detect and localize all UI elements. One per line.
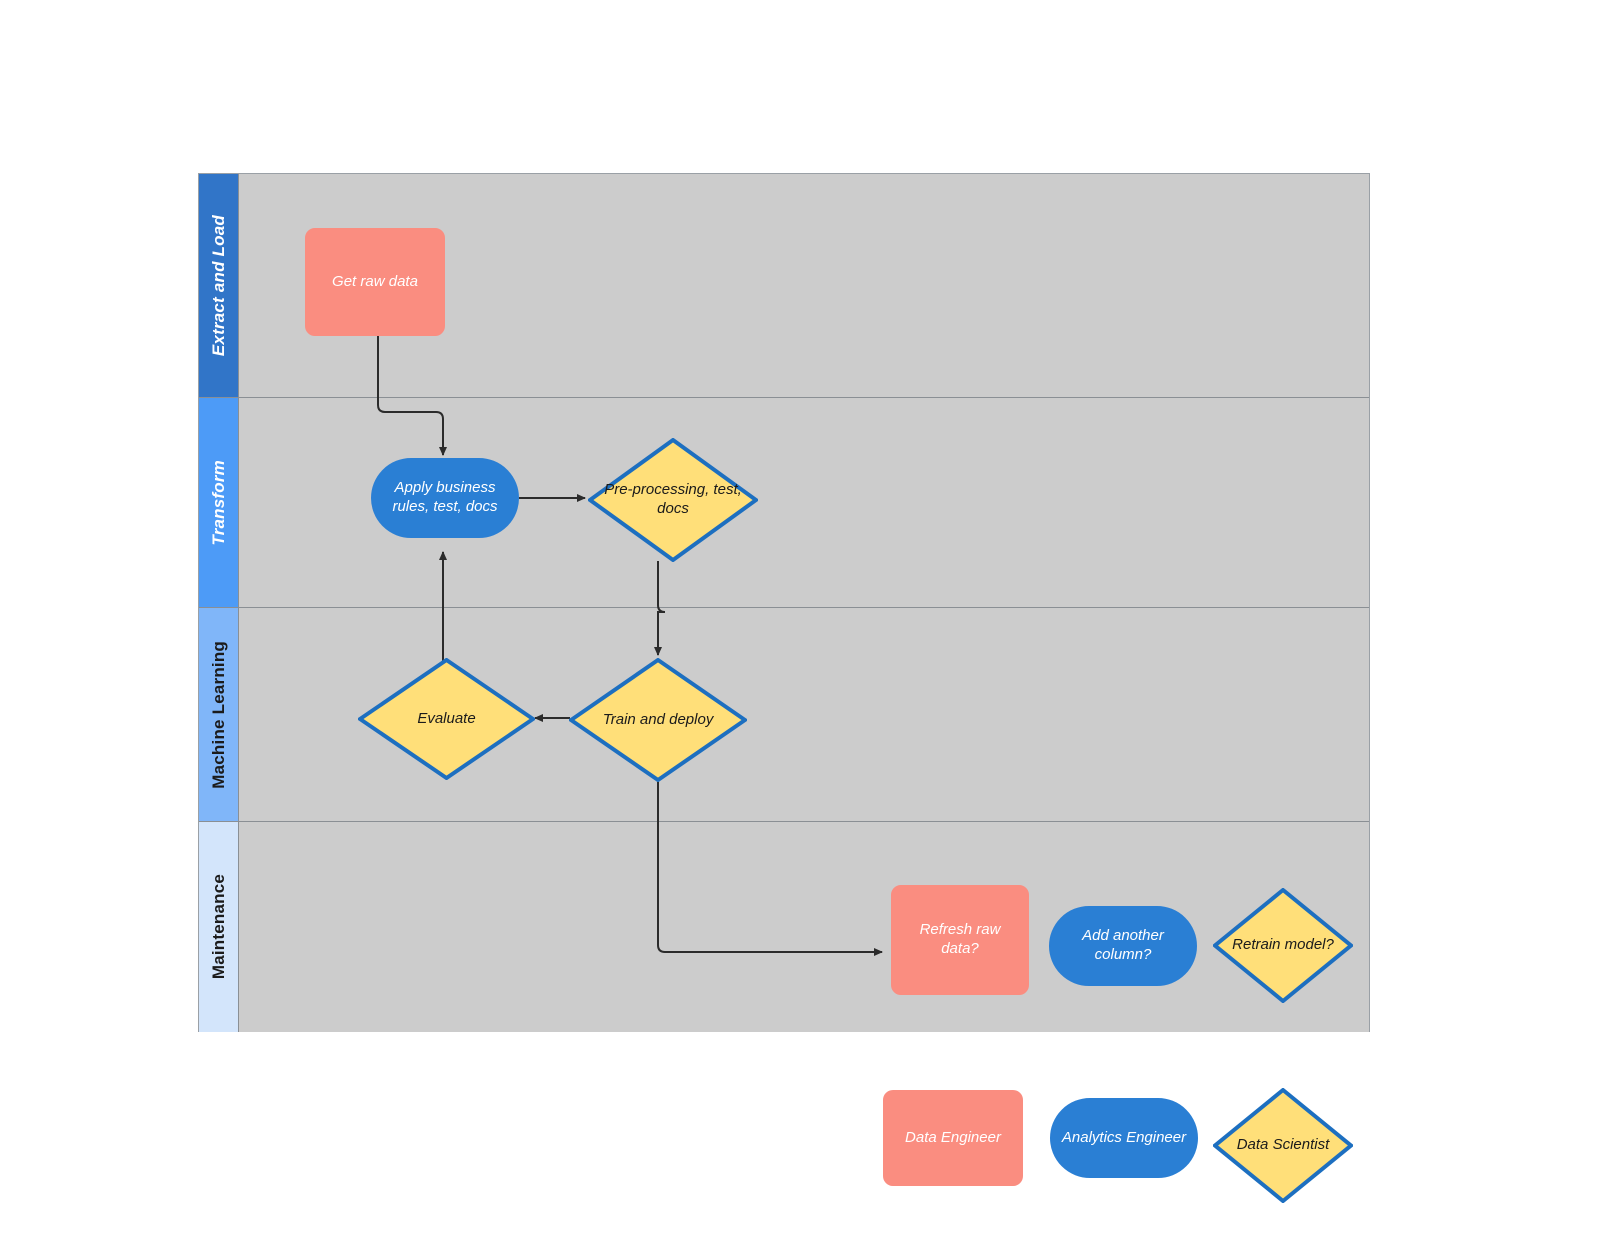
lane-header-transform: Transform <box>199 398 239 607</box>
lane-label-maintenance: Maintenance <box>208 874 228 980</box>
legend: Data Engineer Analytics Engineer Data Sc… <box>880 1088 1370 1203</box>
node-retrain-model[interactable]: Retrain model? <box>1213 888 1353 1003</box>
legend-label-data-scientist: Data Scientist <box>1236 1136 1330 1154</box>
node-evaluate[interactable]: Evaluate <box>358 658 535 780</box>
lane-label-extract-and-load: Extract and Load <box>208 214 228 357</box>
node-apply-business-rules[interactable]: Apply business rules, test, docs <box>371 458 519 538</box>
diamond-shape-pre-processing <box>588 438 758 562</box>
diamond-shape-train-and-deploy <box>569 658 747 782</box>
diamond-shape-data-scientist <box>1213 1088 1353 1203</box>
node-refresh-raw-data[interactable]: Refresh raw data? <box>891 885 1029 995</box>
lane-label-machine-learning: Machine Learning <box>208 640 228 789</box>
node-train-and-deploy[interactable]: Train and deploy <box>569 658 747 782</box>
diamond-shape-retrain-model <box>1213 888 1353 1003</box>
legend-item-data-scientist[interactable]: Data Scientist <box>1213 1088 1353 1203</box>
node-label-evaluate: Evaluate <box>417 709 476 727</box>
lane-header-machine-learning: Machine Learning <box>199 608 239 821</box>
diamond-shape-evaluate <box>358 658 535 780</box>
node-label-refresh-raw-data: Refresh raw data? <box>919 921 1001 957</box>
legend-item-analytics-engineer[interactable]: Analytics Engineer <box>1050 1098 1198 1178</box>
legend-label-analytics-engineer: Analytics Engineer <box>1061 1128 1187 1146</box>
node-label-get-raw-data: Get raw data <box>332 272 418 290</box>
node-pre-processing[interactable]: Pre-processing, test, docs <box>588 438 758 562</box>
node-label-retrain-model: Retrain model? <box>1232 936 1334 954</box>
lane-label-transform: Transform <box>208 459 228 546</box>
lane-header-extract-and-load: Extract and Load <box>199 174 239 397</box>
node-label-add-another-column: Add another column? <box>1082 927 1164 963</box>
node-label-pre-processing: Pre-processing, test, docs <box>604 481 742 517</box>
lane-header-maintenance: Maintenance <box>199 822 239 1032</box>
node-add-another-column[interactable]: Add another column? <box>1049 906 1197 986</box>
node-label-train-and-deploy: Train and deploy <box>602 710 714 728</box>
legend-label-data-engineer: Data Engineer <box>905 1128 1001 1146</box>
node-label-apply-business-rules: Apply business rules, test, docs <box>392 479 498 515</box>
node-get-raw-data[interactable]: Get raw data <box>305 228 445 336</box>
legend-item-data-engineer[interactable]: Data Engineer <box>883 1090 1023 1186</box>
